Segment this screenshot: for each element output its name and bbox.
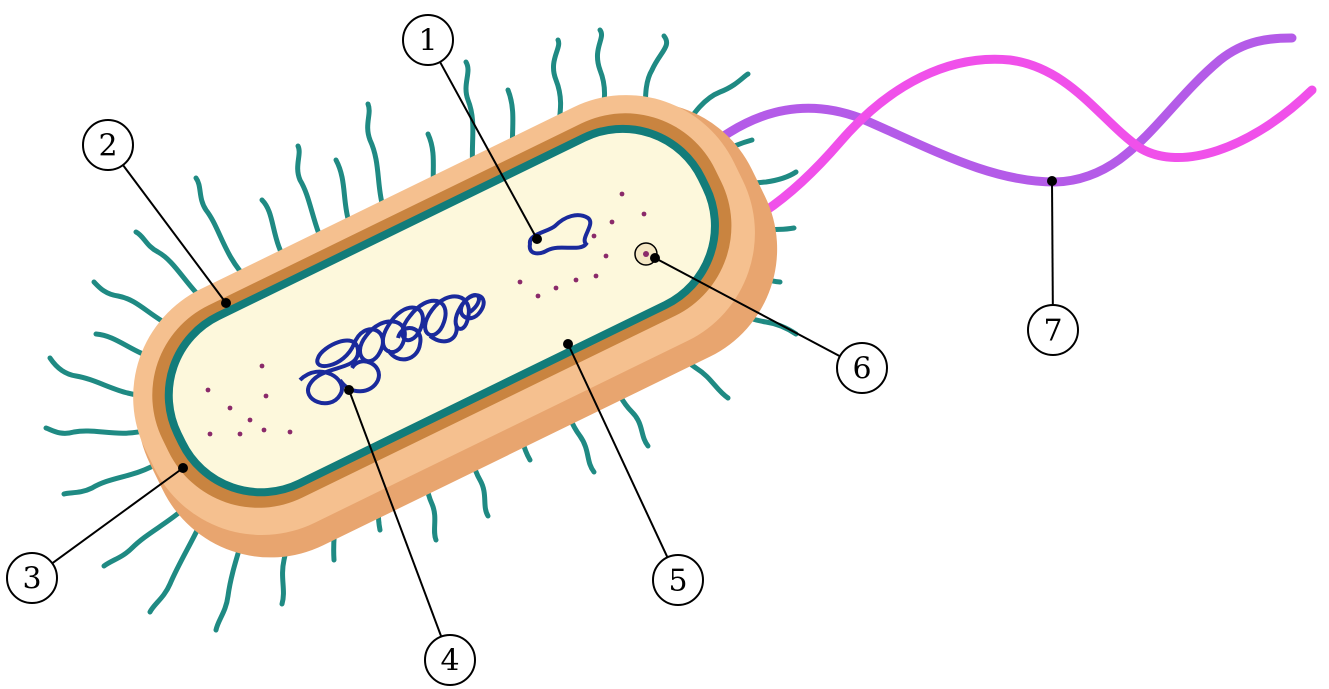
ribosome bbox=[643, 251, 649, 257]
ribosome bbox=[642, 212, 647, 217]
ribosome bbox=[518, 280, 523, 285]
ribosome bbox=[262, 428, 267, 433]
ribosome bbox=[206, 388, 211, 393]
label-number: 1 bbox=[418, 24, 437, 59]
label-number: 4 bbox=[440, 644, 459, 679]
label-number: 2 bbox=[98, 129, 117, 164]
ribosome bbox=[554, 286, 559, 291]
leader-dot bbox=[221, 298, 231, 308]
ribosome bbox=[260, 364, 265, 369]
ribosome bbox=[208, 432, 213, 437]
leader-line bbox=[52, 468, 183, 563]
ribosome bbox=[620, 192, 625, 197]
ribosome bbox=[610, 220, 615, 225]
ribosome bbox=[264, 394, 269, 399]
label-number: 7 bbox=[1043, 314, 1062, 349]
ribosome bbox=[248, 418, 253, 423]
ribosome bbox=[536, 294, 541, 299]
callout-7: 7 bbox=[1028, 176, 1078, 355]
leader-dot bbox=[563, 339, 573, 349]
flagellum-strand-magenta bbox=[684, 59, 1312, 244]
ribosome bbox=[238, 432, 243, 437]
label-number: 5 bbox=[668, 564, 687, 599]
leader-line bbox=[1052, 181, 1053, 305]
ribosome bbox=[574, 278, 579, 283]
ribosome bbox=[228, 406, 233, 411]
label-number: 3 bbox=[22, 562, 41, 597]
pilus bbox=[46, 428, 148, 433]
ribosome bbox=[594, 274, 599, 279]
pilus bbox=[64, 462, 160, 494]
leader-dot bbox=[344, 385, 354, 395]
label-number: 6 bbox=[852, 352, 871, 387]
pilus bbox=[196, 178, 248, 280]
ribosome bbox=[592, 234, 597, 239]
leader-dot bbox=[178, 463, 188, 473]
ribosome bbox=[604, 254, 609, 259]
leader-dot bbox=[532, 234, 542, 244]
leader-dot bbox=[1047, 176, 1057, 186]
ribosome bbox=[288, 430, 293, 435]
leader-dot bbox=[650, 253, 660, 263]
